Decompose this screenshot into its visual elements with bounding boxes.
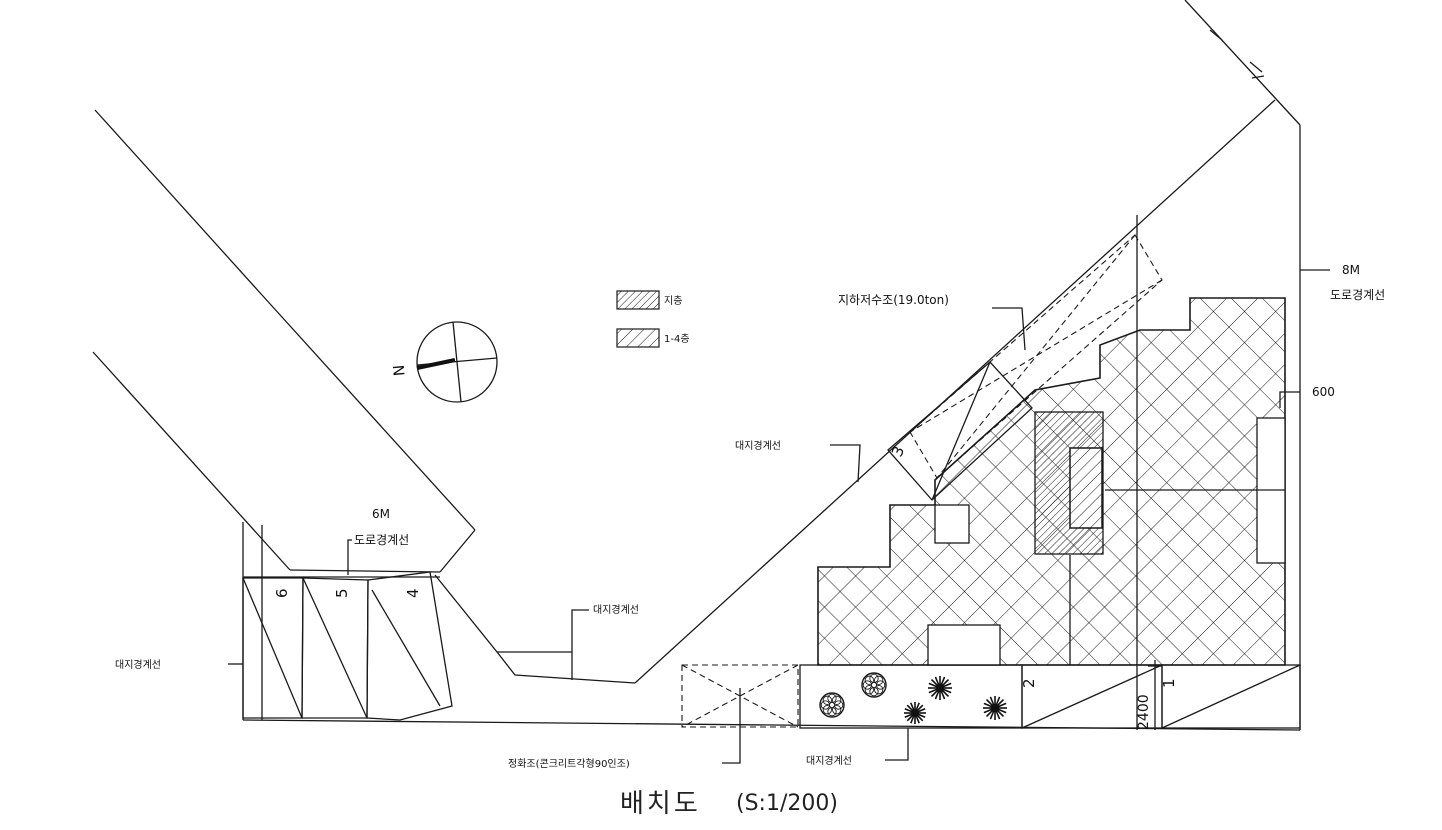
drawing-scale: (S:1/200) xyxy=(736,791,838,816)
bottom-zone xyxy=(681,660,1301,730)
parking-stall-3: 3 xyxy=(888,443,908,459)
site-boundary-mid-label: 대지경계선 xyxy=(593,603,639,616)
septic-tank-label: 정화조(콘크리트각형90인조) xyxy=(508,758,630,770)
compass-rose: N xyxy=(390,321,498,403)
legend-label-floors: 1-4층 xyxy=(664,333,690,345)
road-8m-width: 8M xyxy=(1342,263,1360,277)
road-8m-boundary-label: 도로경계선 xyxy=(1330,288,1385,302)
tree-icon xyxy=(904,702,926,724)
parking-stall-5: 5 xyxy=(333,588,351,598)
landscape-trees xyxy=(819,672,1007,724)
parking-stall-1: 1 xyxy=(1160,678,1178,688)
road-6m-boundary-label: 도로경계선 xyxy=(354,533,409,547)
legend-swatch-floors xyxy=(616,328,660,348)
dimension-2400: 2400 xyxy=(1136,694,1152,730)
site-boundary-bottom-label: 대지경계선 xyxy=(806,754,852,767)
leader-lines xyxy=(228,269,1330,764)
tree-icon xyxy=(819,692,845,718)
legend: 지층 1-4층 xyxy=(616,290,690,348)
offset-600-label: 600 xyxy=(1312,385,1335,399)
parking-stall-2: 2 xyxy=(1020,678,1038,688)
road-6m-lines xyxy=(92,109,476,573)
legend-label-basement: 지층 xyxy=(664,295,682,307)
building-footprint xyxy=(817,297,1286,666)
road-6m-width: 6M xyxy=(372,507,390,521)
compass-north-label: N xyxy=(390,364,409,377)
site-boundary-diag-label: 대지경계선 xyxy=(735,439,781,452)
tree-icon xyxy=(928,676,952,700)
tree-icon xyxy=(983,696,1007,720)
parking-stall-6: 6 xyxy=(273,588,291,598)
parking-left xyxy=(242,571,453,721)
site-boundary-left-label: 대지경계선 xyxy=(115,658,161,671)
tree-icon xyxy=(861,672,887,698)
parking-stall-4: 4 xyxy=(404,588,422,598)
water-tank-label: 지하저수조(19.0ton) xyxy=(838,293,949,307)
legend-swatch-basement xyxy=(616,290,660,310)
road-8m-lines xyxy=(1184,0,1301,730)
drawing-title: 배치도 xyxy=(620,789,701,819)
